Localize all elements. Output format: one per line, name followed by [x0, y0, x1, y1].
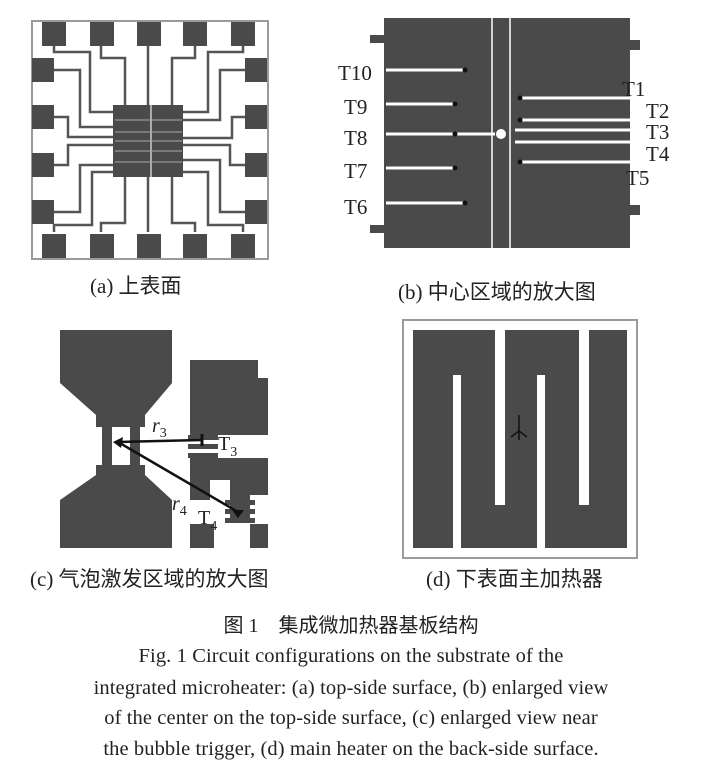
label-r3: r	[152, 415, 160, 437]
panel-c-caption: (c) 气泡激发区域的放大图	[30, 567, 269, 591]
label-t5: T5	[626, 166, 649, 190]
caption-en-line-4: the bubble trigger, (d) main heater on t…	[103, 738, 599, 760]
caption-en-line-1: Fig. 1 Circuit configurations on the sub…	[138, 645, 564, 667]
label-t8: T8	[344, 126, 367, 150]
panel-b-caption: (b) 中心区域的放大图	[398, 280, 596, 304]
svg-text:r3: r3	[152, 415, 167, 441]
label-t10: T10	[338, 61, 372, 85]
label-t3-sub: 3	[230, 445, 237, 460]
caption-en-line-3: of the center on the top-side surface, (…	[104, 707, 598, 729]
svg-text:r4: r4	[172, 493, 187, 519]
label-t4: T4	[646, 142, 670, 166]
panel-a-caption: (a) 上表面	[90, 274, 182, 298]
figure-title-cn: 图 1 集成微加热器基板结构	[223, 615, 479, 637]
label-t7: T7	[344, 159, 367, 183]
label-t2: T2	[646, 99, 669, 123]
label-t4: T	[198, 507, 210, 529]
caption-en-line-2: integrated microheater: (a) top-side sur…	[93, 677, 609, 699]
label-t3: T3	[646, 120, 669, 144]
label-t4-sub: 4	[210, 519, 217, 534]
label-r3-sub: 3	[160, 426, 167, 441]
svg-text:T3: T3	[218, 433, 237, 460]
svg-text:T4: T4	[198, 507, 217, 534]
label-r4-sub: 4	[180, 504, 187, 519]
panel-d-caption: (d) 下表面主加热器	[426, 567, 603, 591]
panel-a-top-surface-diagram	[31, 20, 269, 260]
panel-b-center-enlarged-diagram: T10 T9 T8 T7 T6 T1 T2 T3 T4 T5	[338, 18, 670, 248]
panel-d-main-heater-diagram	[402, 319, 638, 559]
label-r4: r	[172, 493, 180, 515]
label-t3: T	[218, 433, 230, 455]
label-t9: T9	[344, 95, 367, 119]
label-t1: T1	[622, 77, 645, 101]
panel-c-bubble-trigger-diagram: r3 T3 r4 T4	[60, 330, 268, 548]
label-t6: T6	[344, 195, 367, 219]
